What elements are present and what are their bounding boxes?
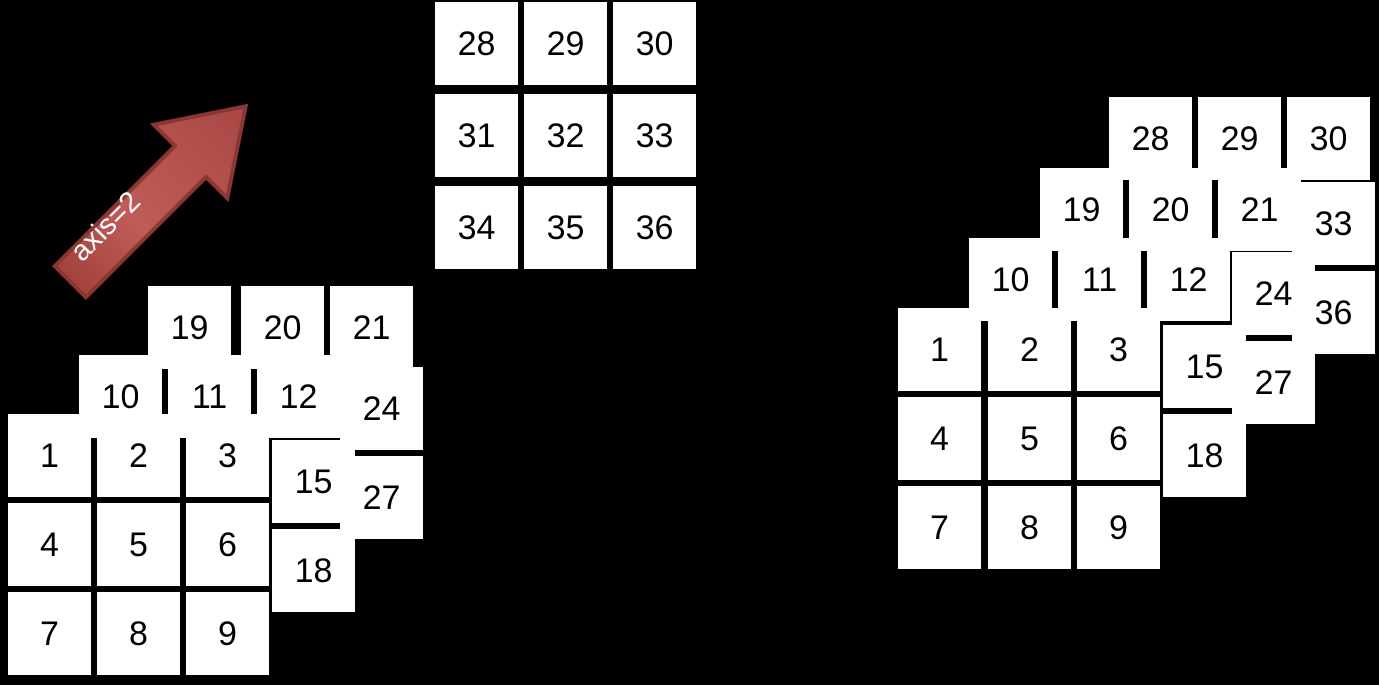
result-cell-1: 1 xyxy=(898,308,981,391)
appended-cell-36: 36 xyxy=(613,186,696,269)
source-cell-21: 21 xyxy=(330,286,413,369)
result-cell-8: 8 xyxy=(988,486,1071,569)
result-cell-18: 18 xyxy=(1163,414,1246,497)
result-cell-27: 27 xyxy=(1232,341,1315,424)
result-cell-21: 21 xyxy=(1218,168,1301,251)
result-cell-5: 5 xyxy=(988,397,1071,480)
source-cell-20: 20 xyxy=(241,286,324,369)
source-cell-8: 8 xyxy=(97,592,180,675)
result-cell-30: 30 xyxy=(1287,97,1370,180)
result-cell-36: 36 xyxy=(1292,271,1375,354)
source-cell-7: 7 xyxy=(8,592,91,675)
appended-cell-35: 35 xyxy=(524,186,607,269)
source-cell-6: 6 xyxy=(186,503,269,586)
result-cell-3: 3 xyxy=(1077,308,1160,391)
source-cell-1: 1 xyxy=(8,414,91,497)
appended-cell-29: 29 xyxy=(524,2,607,85)
result-cell-11: 11 xyxy=(1058,238,1141,321)
source-cell-4: 4 xyxy=(8,503,91,586)
result-cell-10: 10 xyxy=(969,238,1052,321)
result-cell-29: 29 xyxy=(1198,97,1281,180)
result-cell-33: 33 xyxy=(1292,182,1375,265)
result-cell-7: 7 xyxy=(898,486,981,569)
arrow-icon xyxy=(51,103,249,301)
source-cell-27: 27 xyxy=(340,456,423,539)
result-cell-28: 28 xyxy=(1109,97,1192,180)
appended-cell-30: 30 xyxy=(613,2,696,85)
result-cell-2: 2 xyxy=(988,308,1071,391)
appended-cell-34: 34 xyxy=(435,186,518,269)
appended-cell-33: 33 xyxy=(613,94,696,177)
axis-2-arrow: axis=2 xyxy=(8,44,308,344)
appended-cell-31: 31 xyxy=(435,94,518,177)
appended-cell-28: 28 xyxy=(435,2,518,85)
result-cell-19: 19 xyxy=(1040,168,1123,251)
appended-cell-32: 32 xyxy=(524,94,607,177)
source-cell-5: 5 xyxy=(97,503,180,586)
result-cell-20: 20 xyxy=(1129,168,1212,251)
source-cell-18: 18 xyxy=(272,529,355,612)
source-cell-9: 9 xyxy=(186,592,269,675)
result-cell-12: 12 xyxy=(1147,238,1230,321)
source-cell-24: 24 xyxy=(340,367,423,450)
result-cell-4: 4 xyxy=(898,397,981,480)
source-cell-19: 19 xyxy=(148,286,231,369)
result-cell-9: 9 xyxy=(1077,486,1160,569)
result-cell-6: 6 xyxy=(1077,397,1160,480)
